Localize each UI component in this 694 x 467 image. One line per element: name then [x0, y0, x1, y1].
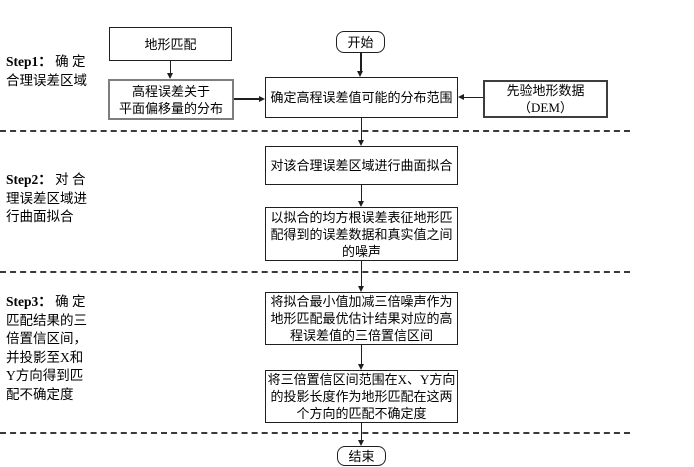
arrow-noise-to-interval-head-icon [357, 286, 364, 292]
arrow-distribution-to-range-head-icon [259, 95, 265, 102]
arrow-fitting-to-noise-line [360, 185, 362, 201]
node-elevation-error-distribution: 高程误差关于 平面偏移量的分布 [108, 79, 234, 120]
step1-text: 确 定 合理误差区域 [6, 54, 87, 88]
node-confidence-interval: 将拟合最小值加减三倍噪声作为 地形匹配最优估计结果对应的高 程误差值的三倍置信区… [265, 292, 458, 345]
arrow-interval-to-projection-line [360, 345, 362, 364]
node-start: 开始 [336, 31, 385, 53]
section-divider-3 [0, 432, 630, 434]
node-rms-noise: 以拟合的均方根误差表征地形匹 配得到的误差数据和真实值之间 的噪声 [265, 207, 458, 261]
arrow-dem-to-range-head-icon [458, 94, 464, 100]
arrow-terrain-to-distribution-line [169, 61, 171, 73]
arrow-fitting-to-noise-head-icon [357, 201, 364, 207]
arrow-range-to-fitting-line [360, 118, 362, 140]
node-end: 结束 [337, 446, 386, 466]
step1-prefix: Step1： [6, 54, 52, 69]
arrow-start-to-range-head-icon [357, 71, 363, 77]
step3-label: Step3： 确 定 匹配结果的三 倍置信区间， 并投影至X和 Y方向得到匹 配… [6, 293, 110, 404]
arrow-terrain-to-distribution-head-icon [166, 73, 173, 79]
node-projection-uncertainty: 将三倍置信区间范围在X、Y方向 的投影长度作为地形匹配在这两 个方向的匹配不确定… [265, 370, 458, 423]
node-prior-dem: 先验地形数据 （DEM） [483, 80, 608, 118]
section-divider-2 [0, 271, 630, 273]
arrow-interval-to-projection-head-icon [357, 364, 364, 370]
arrow-projection-to-end-head-icon [357, 440, 364, 446]
node-terrain-matching: 地形匹配 [109, 27, 232, 61]
section-divider-1 [0, 130, 630, 132]
node-surface-fitting: 对该合理误差区域进行曲面拟合 [265, 146, 458, 185]
arrow-noise-to-interval-line [360, 261, 362, 286]
arrow-projection-to-end-line [360, 423, 362, 440]
step3-text: 确 定 匹配结果的三 倍置信区间， 并投影至X和 Y方向得到匹 配不确定度 [6, 294, 87, 402]
arrow-distribution-to-range-line [234, 98, 259, 100]
arrow-range-to-fitting-head-icon [357, 140, 364, 146]
step2-text: 对 合 理误差区域进 行曲面拟合 [6, 172, 87, 224]
step2-prefix: Step2： [6, 172, 52, 187]
step2-label: Step2： 对 合 理误差区域进 行曲面拟合 [6, 171, 110, 227]
node-determine-range: 确定高程误差值可能的分布范围 [265, 77, 458, 118]
arrow-dem-to-range-line [464, 96, 483, 98]
arrow-start-to-range-line [360, 53, 362, 71]
step3-prefix: Step3： [6, 294, 52, 309]
step1-label: Step1： 确 定 合理误差区域 [6, 53, 110, 90]
